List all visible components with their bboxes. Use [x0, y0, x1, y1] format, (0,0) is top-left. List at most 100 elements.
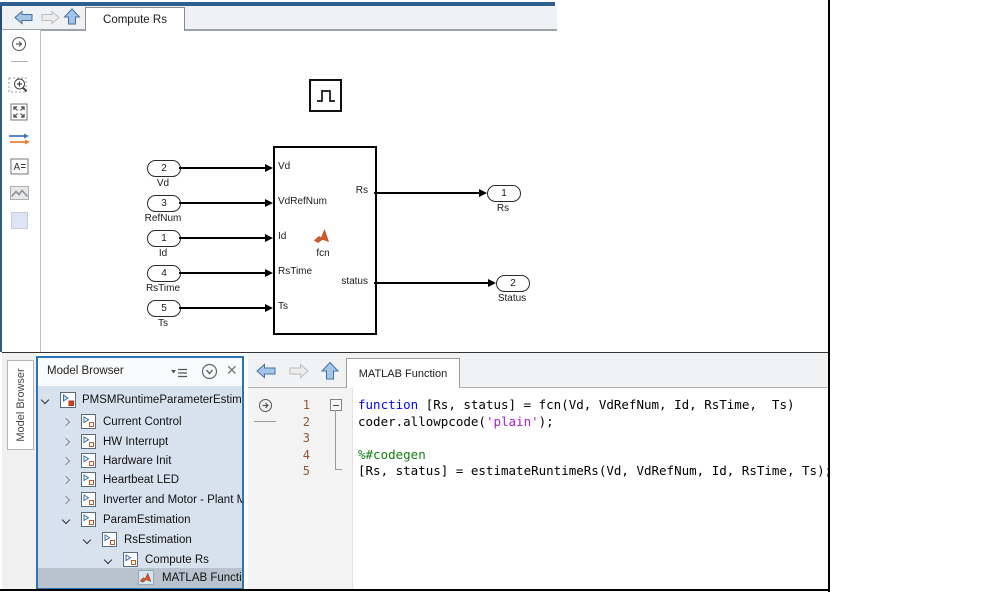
- up-to-parent-icon[interactable]: [63, 8, 81, 31]
- pulse-generator-block[interactable]: [309, 79, 342, 112]
- line-number: 4: [302, 447, 310, 462]
- tree-item[interactable]: PMSMRuntimeParameterEstimat: [38, 390, 242, 410]
- wire-arrowhead: [265, 198, 273, 207]
- model-browser-vertical-tab-label: Model Browser: [14, 368, 27, 442]
- tab-matlab-function-label: MATLAB Function: [358, 368, 448, 380]
- tree-item[interactable]: Inverter and Motor - Plant M: [38, 490, 242, 510]
- code-line: [Rs, status] = estimateRuntimeRs(Vd, VdR…: [358, 463, 832, 478]
- pin-circle-icon[interactable]: [201, 363, 218, 385]
- code-token-comment: %#codegen: [358, 446, 426, 462]
- window-bottom-border: [0, 589, 830, 591]
- image-icon[interactable]: [0, 186, 38, 200]
- close-icon[interactable]: ✕: [226, 362, 238, 378]
- outport-block[interactable]: 2: [496, 275, 530, 292]
- collapse-fold-icon[interactable]: [330, 399, 342, 411]
- outport-block[interactable]: 1: [487, 185, 521, 202]
- chevron-down-icon[interactable]: [61, 515, 71, 525]
- inport-block[interactable]: 5: [147, 300, 181, 317]
- tree-item[interactable]: Heartbeat LED: [38, 470, 242, 490]
- annotation-icon[interactable]: A: [0, 158, 38, 175]
- tree-item[interactable]: Compute Rs: [38, 550, 242, 570]
- model-browser-vertical-tab[interactable]: Model Browser: [7, 360, 34, 450]
- tree-item[interactable]: MATLAB Functio: [38, 568, 242, 588]
- signal-wire: [179, 202, 266, 204]
- hide-palette-icon[interactable]: [0, 36, 38, 52]
- tab-matlab-function[interactable]: MATLAB Function: [346, 358, 460, 389]
- chevron-right-icon[interactable]: [61, 437, 71, 447]
- tree-item-label: Current Control: [103, 415, 182, 428]
- tree-item-label: Hardware Init: [103, 454, 172, 467]
- up-to-parent-icon[interactable]: [320, 361, 340, 386]
- fit-to-view-icon[interactable]: [0, 103, 38, 121]
- function-block-caption: fcn: [316, 248, 330, 259]
- code-token-plain: );: [538, 413, 554, 429]
- tree-item[interactable]: Current Control: [38, 412, 242, 432]
- wire-arrowhead: [265, 233, 273, 242]
- step-in-icon[interactable]: [258, 398, 273, 418]
- zoom-region-icon[interactable]: [0, 75, 38, 96]
- canvas-toolbar: [0, 6, 557, 31]
- outport-label: Rs: [496, 203, 510, 214]
- model-browser-header: Model Browser ✕: [38, 358, 242, 386]
- blank-swatch[interactable]: [0, 212, 38, 229]
- editor-toolbar: [248, 353, 828, 388]
- chevron-down-icon[interactable]: [103, 555, 113, 565]
- wire-arrowhead: [488, 278, 496, 287]
- forward-icon[interactable]: [40, 10, 60, 30]
- inport-block[interactable]: 4: [147, 265, 181, 282]
- signal-wire: [179, 307, 266, 309]
- line-number: 1: [302, 398, 310, 412]
- outport-label: Status: [497, 293, 527, 304]
- code-line: coder.allowpcode('plain');: [358, 414, 554, 429]
- dock-divider[interactable]: [2, 352, 828, 353]
- block-input-label: VdRefNum: [278, 196, 327, 207]
- tree-item-label: MATLAB Functio: [162, 571, 242, 584]
- gutter-separator: [254, 421, 276, 422]
- subsystem-icon: [81, 512, 96, 532]
- tree-item-label: HW Interrupt: [103, 435, 169, 448]
- back-icon[interactable]: [14, 10, 34, 30]
- tree-item-label: PMSMRuntimeParameterEstimat: [82, 393, 242, 406]
- svg-text:A: A: [13, 162, 20, 173]
- inport-label: RefNum: [144, 213, 182, 224]
- subsystem-icon: [123, 552, 138, 572]
- tab-compute-rs[interactable]: Compute Rs: [85, 7, 185, 31]
- chevron-right-icon[interactable]: [61, 475, 71, 485]
- inport-block[interactable]: 2: [147, 160, 181, 177]
- tree-item[interactable]: Hardware Init: [38, 451, 242, 471]
- tree-item-label: Inverter and Motor - Plant M: [103, 493, 242, 506]
- subsystem-root-icon: [60, 392, 76, 413]
- line-number: 2: [302, 414, 310, 429]
- tree-item-label: Heartbeat LED: [103, 473, 180, 486]
- inport-label: Vd: [156, 178, 170, 189]
- wire-arrowhead: [265, 303, 273, 312]
- code-line: function [Rs, status] = fcn(Vd, VdRefNum…: [358, 397, 795, 412]
- palette-separator: [11, 61, 28, 62]
- subsystem-icon: [81, 414, 96, 434]
- matlab-function-block[interactable]: [273, 146, 377, 335]
- chevron-right-icon[interactable]: [61, 456, 71, 466]
- subsystem-icon: [81, 453, 96, 473]
- menu-icon[interactable]: [170, 366, 188, 384]
- signal-wire: [179, 237, 266, 239]
- forward-icon[interactable]: [288, 363, 309, 384]
- window-right-border: [828, 0, 830, 592]
- tree-item[interactable]: RsEstimation: [38, 530, 242, 550]
- chevron-down-icon[interactable]: [82, 535, 92, 545]
- chevron-right-icon[interactable]: [61, 417, 71, 427]
- chevron-right-icon[interactable]: [61, 495, 71, 505]
- model-browser-title: Model Browser: [47, 365, 124, 377]
- code-token-plain: [Rs, status] = fcn(Vd, VdRefNum, Id, RsT…: [418, 397, 795, 412]
- inport-label: RsTime: [145, 283, 181, 294]
- tree-item[interactable]: HW Interrupt: [38, 432, 242, 452]
- inport-block[interactable]: 1: [147, 230, 181, 247]
- signal-lines-icon[interactable]: [0, 132, 38, 146]
- block-input-label: Vd: [278, 161, 291, 172]
- tree-item[interactable]: ParamEstimation: [38, 510, 242, 530]
- code-line: %#codegen: [358, 447, 426, 462]
- inport-block[interactable]: 3: [147, 195, 181, 212]
- chevron-down-icon[interactable]: [40, 395, 50, 405]
- back-icon[interactable]: [256, 363, 277, 384]
- line-number: 3: [302, 431, 310, 446]
